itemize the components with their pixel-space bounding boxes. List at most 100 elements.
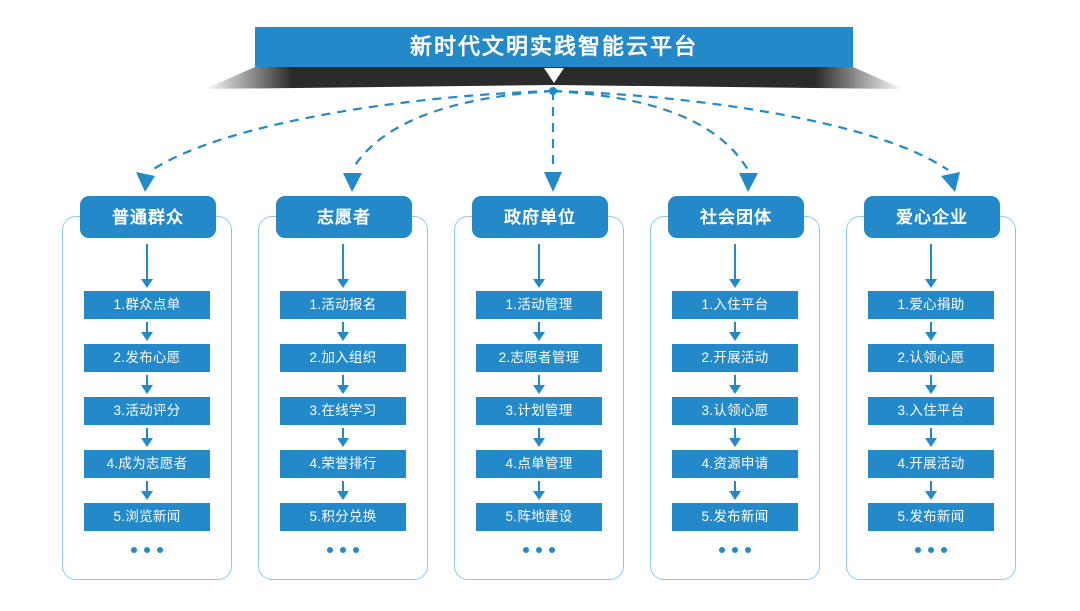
step-box[interactable]: 1.入住平台 — [672, 291, 798, 319]
step-box[interactable]: 1.爱心捐助 — [868, 291, 994, 319]
connector-to-column-5 — [552, 89, 949, 171]
step-box[interactable]: 4.开展活动 — [868, 450, 994, 478]
step-label: 1.入住平台 — [701, 297, 769, 313]
step-connector — [337, 375, 349, 394]
connector-arrowhead-5 — [941, 172, 960, 192]
step-label: 4.成为志愿者 — [106, 456, 188, 472]
step-label: 1.活动管理 — [505, 297, 573, 313]
step-label: 4.资源申请 — [701, 456, 769, 472]
header-stem — [733, 244, 737, 280]
step-connector — [925, 481, 937, 500]
connector-stem — [537, 428, 541, 439]
step-box[interactable]: 4.点单管理 — [476, 450, 602, 478]
step-connector — [925, 322, 937, 341]
step-connector — [925, 375, 937, 394]
step-box[interactable]: 1.活动报名 — [280, 291, 406, 319]
role-column-header[interactable]: 普通群众 — [80, 196, 216, 238]
connector-stem — [341, 322, 345, 333]
header-stem — [341, 244, 345, 280]
role-column: 1.入住平台 2.开展活动 3.认领心愿 4.资源申请 5.发布新闻 社会团体 — [650, 196, 822, 582]
arrow-down-icon — [141, 438, 153, 447]
step-connector — [141, 428, 153, 447]
banner-bar: 新时代文明实践智能云平台 — [255, 27, 853, 67]
step-box[interactable]: 2.志愿者管理 — [476, 344, 602, 372]
step-label: 5.发布新闻 — [897, 509, 965, 525]
arrow-down-icon — [337, 385, 349, 394]
arrow-down-icon — [925, 332, 937, 341]
step-box[interactable]: 2.加入组织 — [280, 344, 406, 372]
step-box[interactable]: 3.认领心愿 — [672, 397, 798, 425]
connector-arrowhead-2 — [343, 173, 362, 192]
step-connector — [337, 481, 349, 500]
role-column-header-label: 社会团体 — [700, 207, 772, 227]
arrow-down-icon — [925, 385, 937, 394]
arrow-down-icon — [729, 332, 741, 341]
step-box[interactable]: 3.在线学习 — [280, 397, 406, 425]
step-box[interactable]: 3.入住平台 — [868, 397, 994, 425]
step-label: 4.荣誉排行 — [309, 456, 377, 472]
step-box[interactable]: 2.认领心愿 — [868, 344, 994, 372]
step-label: 2.发布心愿 — [113, 350, 181, 366]
arrow-down-icon — [729, 438, 741, 447]
step-label: 5.阵地建设 — [505, 509, 573, 525]
step-box[interactable]: 2.发布心愿 — [84, 344, 210, 372]
step-connector — [141, 322, 153, 341]
step-connector — [729, 481, 741, 500]
connector-stem — [145, 375, 149, 386]
connector-stem — [733, 322, 737, 333]
step-label: 2.认领心愿 — [897, 350, 965, 366]
arrow-down-icon — [925, 279, 937, 288]
connector-arrowhead-4 — [739, 173, 758, 192]
step-label: 3.在线学习 — [309, 403, 377, 419]
step-box[interactable]: 1.活动管理 — [476, 291, 602, 319]
role-column-header-label: 志愿者 — [317, 207, 371, 227]
more-items-ellipsis-icon — [327, 547, 359, 553]
role-column-steps: 1.群众点单 2.发布心愿 3.活动评分 4.成为志愿者 5.浏览新闻 — [62, 244, 232, 564]
banner-title: 新时代文明实践智能云平台 — [409, 34, 698, 59]
role-column-header[interactable]: 志愿者 — [276, 196, 412, 238]
connector-to-column-1 — [151, 89, 554, 171]
connector-arrowhead-3 — [544, 172, 562, 192]
step-box[interactable]: 5.阵地建设 — [476, 503, 602, 531]
arrow-down-icon — [141, 385, 153, 394]
step-box[interactable]: 3.活动评分 — [84, 397, 210, 425]
connector-stem — [537, 322, 541, 333]
connector-stem — [341, 375, 345, 386]
step-label: 2.志愿者管理 — [498, 350, 580, 366]
step-label: 1.群众点单 — [113, 297, 181, 313]
step-connector — [337, 428, 349, 447]
banner-ribbon-shadow — [205, 67, 903, 89]
header-stem — [145, 244, 149, 280]
step-box[interactable]: 5.发布新闻 — [672, 503, 798, 531]
step-box[interactable]: 4.成为志愿者 — [84, 450, 210, 478]
connector-stem — [537, 481, 541, 492]
role-column-header[interactable]: 爱心企业 — [864, 196, 1000, 238]
step-connector — [533, 322, 545, 341]
step-label: 3.计划管理 — [505, 403, 573, 419]
connector-stem — [341, 481, 345, 492]
connector-stem — [929, 428, 933, 439]
role-column: 1.活动管理 2.志愿者管理 3.计划管理 4.点单管理 5.阵地建设 政府单位 — [454, 196, 626, 582]
step-connector — [141, 375, 153, 394]
arrow-down-icon — [337, 438, 349, 447]
connector-stem — [929, 481, 933, 492]
step-box[interactable]: 5.浏览新闻 — [84, 503, 210, 531]
role-column-header[interactable]: 社会团体 — [668, 196, 804, 238]
step-box[interactable]: 4.荣誉排行 — [280, 450, 406, 478]
step-box[interactable]: 5.发布新闻 — [868, 503, 994, 531]
role-column-header[interactable]: 政府单位 — [472, 196, 608, 238]
step-box[interactable]: 4.资源申请 — [672, 450, 798, 478]
step-box[interactable]: 1.群众点单 — [84, 291, 210, 319]
arrow-down-icon — [337, 279, 349, 288]
step-box[interactable]: 3.计划管理 — [476, 397, 602, 425]
step-label: 4.点单管理 — [505, 456, 573, 472]
step-connector — [141, 481, 153, 500]
step-box[interactable]: 2.开展活动 — [672, 344, 798, 372]
step-label: 2.开展活动 — [701, 350, 769, 366]
role-column-steps: 1.爱心捐助 2.认领心愿 3.入住平台 4.开展活动 5.发布新闻 — [846, 244, 1016, 564]
arrow-down-icon — [925, 491, 937, 500]
more-items-ellipsis-icon — [523, 547, 555, 553]
role-column-header-label: 普通群众 — [112, 207, 184, 227]
connector-stem — [733, 481, 737, 492]
step-box[interactable]: 5.积分兑换 — [280, 503, 406, 531]
